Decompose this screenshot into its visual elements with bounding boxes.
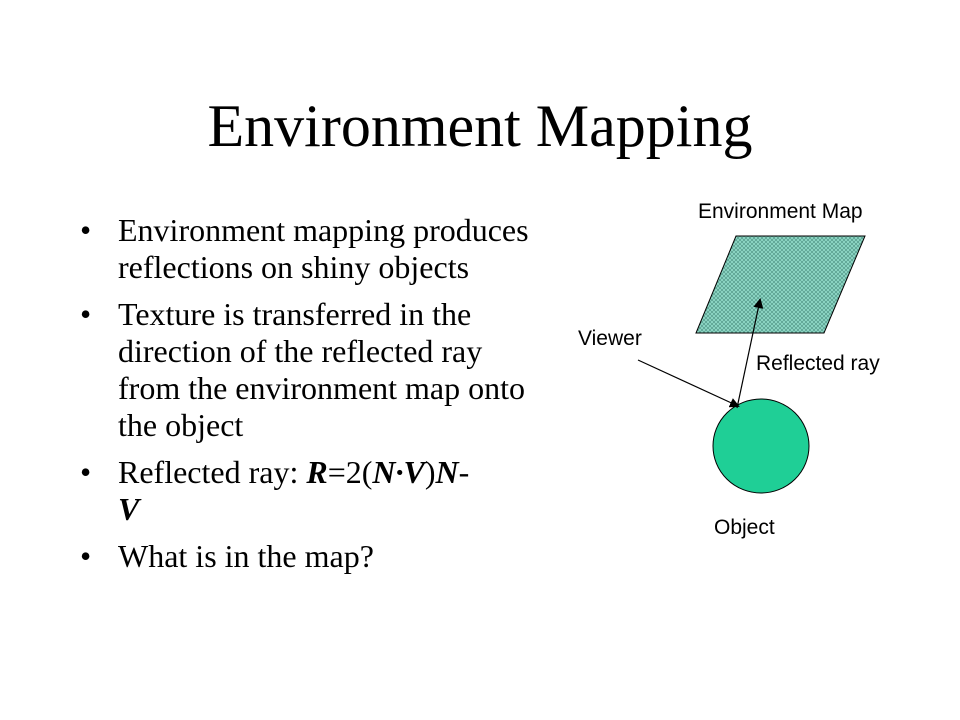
bullet-icon: •	[80, 538, 92, 574]
diagram-svg	[637, 235, 866, 494]
bullet-text: What is in the map?	[118, 538, 374, 574]
object-sphere-outline	[712, 398, 810, 494]
bullet-item-formula: • Reflected ray: R=2(N·V)N-V	[80, 454, 550, 528]
formula-n1: N	[372, 454, 396, 490]
bullet-text: Texture is transferred in the direction …	[118, 296, 526, 443]
bullet-icon: •	[80, 296, 92, 332]
formula-r: R	[306, 454, 328, 490]
bullet-icon: •	[80, 212, 92, 248]
formula-n2: N	[435, 454, 459, 490]
formula-v1: V	[403, 454, 425, 490]
reflected-ray-arrow	[736, 298, 764, 409]
bullet-item: • Environment mapping produces reflectio…	[80, 212, 550, 286]
bullet-item: • What is in the map?	[80, 538, 550, 575]
reflection-diagram: Environment Map Viewer Reflected ray Obj…	[560, 180, 960, 560]
reflected-ray-label: Reflected ray	[756, 352, 880, 375]
bullet-item: • Texture is transferred in the directio…	[80, 296, 550, 444]
bullet-text: Environment mapping produces reflections…	[118, 212, 529, 285]
bullet-list: • Environment mapping produces reflectio…	[80, 212, 550, 585]
bullet-icon: •	[80, 454, 92, 490]
formula-text: Reflected ray: R=2(N·V)N-V	[118, 454, 550, 528]
formula-close: )	[424, 454, 436, 490]
object-label: Object	[714, 516, 775, 539]
formula-dot: ·	[395, 454, 404, 490]
environment-map-shape	[695, 235, 866, 334]
environment-map-label: Environment Map	[698, 200, 863, 223]
object-sphere	[713, 399, 809, 493]
formula-v2: V	[118, 491, 140, 527]
formula-dash: -	[458, 454, 470, 490]
viewer-ray-arrow	[637, 359, 740, 408]
slide-title: Environment Mapping	[207, 93, 753, 159]
formula-eq: =2(	[327, 454, 373, 490]
formula-prefix: Reflected ray:	[118, 454, 307, 490]
viewer-label: Viewer	[578, 327, 642, 350]
